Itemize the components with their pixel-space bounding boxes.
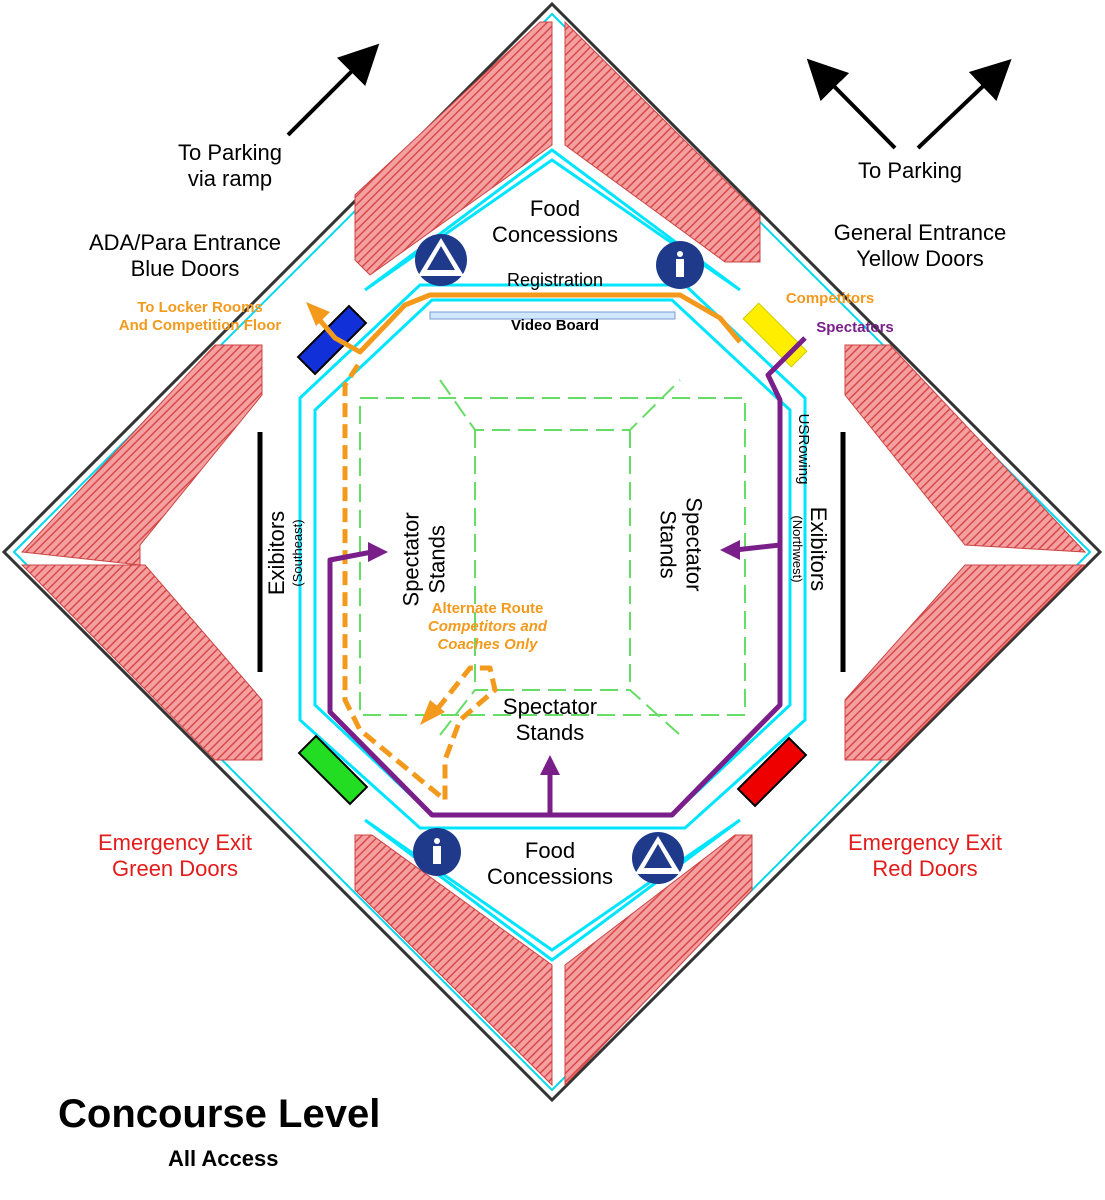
stands-grid	[359, 379, 746, 736]
food-concessions-bottom-label: Food Concessions	[487, 838, 613, 890]
emergency-exit-green-label: Emergency Exit Green Doors	[97, 830, 253, 882]
arrow-icon	[916, 58, 1012, 150]
restroom-icon	[656, 241, 704, 289]
page-title: Concourse Level	[58, 1092, 381, 1136]
exhibitors-right-label: Exibitors (Northwest)	[789, 506, 831, 592]
competitor-route	[316, 292, 742, 355]
spectator-arrowhead-right	[720, 540, 740, 560]
restroom-icon	[413, 828, 461, 876]
blue-doors	[296, 304, 368, 376]
alternate-route	[342, 363, 498, 803]
red-doors	[736, 736, 808, 808]
accessible-restroom-icon	[415, 234, 467, 286]
video-board	[429, 311, 676, 320]
spectator-branch-right	[734, 542, 781, 553]
accessible-restroom-icon	[632, 832, 684, 884]
arrow-icon	[806, 58, 897, 150]
spectator-arrowhead-bottom	[540, 755, 560, 775]
locker-rooms-label: To Locker Rooms And Competition Floor	[118, 299, 282, 334]
spectator-route	[327, 336, 807, 818]
competitor-route-arrowhead	[306, 302, 330, 326]
registration-label: Registration	[506, 270, 604, 290]
alternate-route-label: Alternate Route Competitors and Coaches …	[427, 600, 548, 653]
competitors-label: Competitors	[785, 290, 875, 307]
spectator-stands-right-label: Spectator Stands	[655, 497, 707, 592]
general-entrance-label: General Entrance Yellow Doors	[833, 220, 1007, 272]
spectator-arrowhead-left	[368, 542, 388, 562]
exhibitors-left-label: Exibitors (Southeast)	[264, 510, 306, 596]
green-doors	[297, 734, 369, 806]
arrow-icon	[286, 43, 380, 137]
wall-hatch	[20, 20, 1087, 1087]
page-subtitle: All Access	[168, 1146, 279, 1171]
parking-right-label: To Parking	[858, 158, 962, 183]
spectator-stands-bottom-label: Spectator Stands	[502, 694, 598, 746]
emergency-exit-red-label: Emergency Exit Red Doors	[847, 830, 1003, 882]
food-concessions-top-label: Food Concessions	[492, 196, 618, 248]
ada-entrance-label: ADA/Para Entrance Blue Doors	[89, 230, 281, 282]
building-outline	[1, 1, 1103, 1103]
video-board-label: Video Board	[510, 317, 600, 334]
spectators-label: Spectators	[816, 319, 894, 336]
parking-left-label: To Parking via ramp	[178, 140, 282, 192]
alternate-route-arrowhead	[420, 700, 445, 725]
